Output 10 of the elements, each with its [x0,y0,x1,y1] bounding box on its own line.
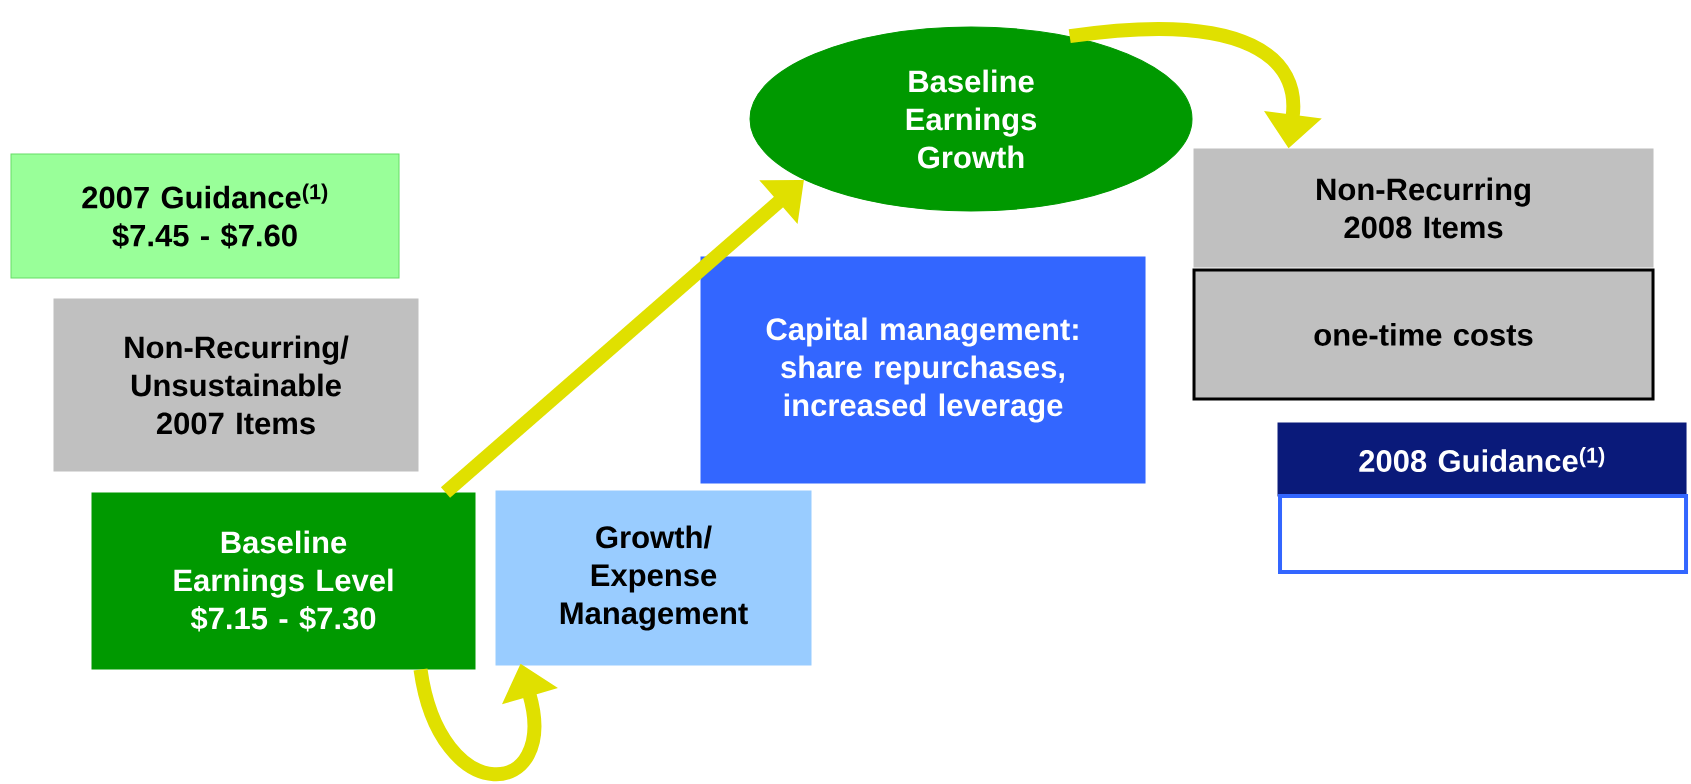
process-box: Baseline Earnings Level $7.15 - $7.30 [91,492,476,670]
process-box: Capital management: share repurchases, increased leverage [700,256,1146,484]
process-box: Growth/ Expense Management [495,490,812,666]
process-box: Non-Recurring 2008 Items [1193,148,1654,268]
arrow [440,179,804,498]
process-box: Non-Recurring/ Unsustainable 2007 Items [53,298,419,472]
process-box: one-time costs [1192,268,1655,401]
guidance-box: 2008 Guidance$^{(1)}$ [1277,422,1687,497]
answer-box [1278,494,1688,574]
guidance-box: 2007 Guidance$^{(1)}$ $7.45 - $7.60 [10,153,400,279]
